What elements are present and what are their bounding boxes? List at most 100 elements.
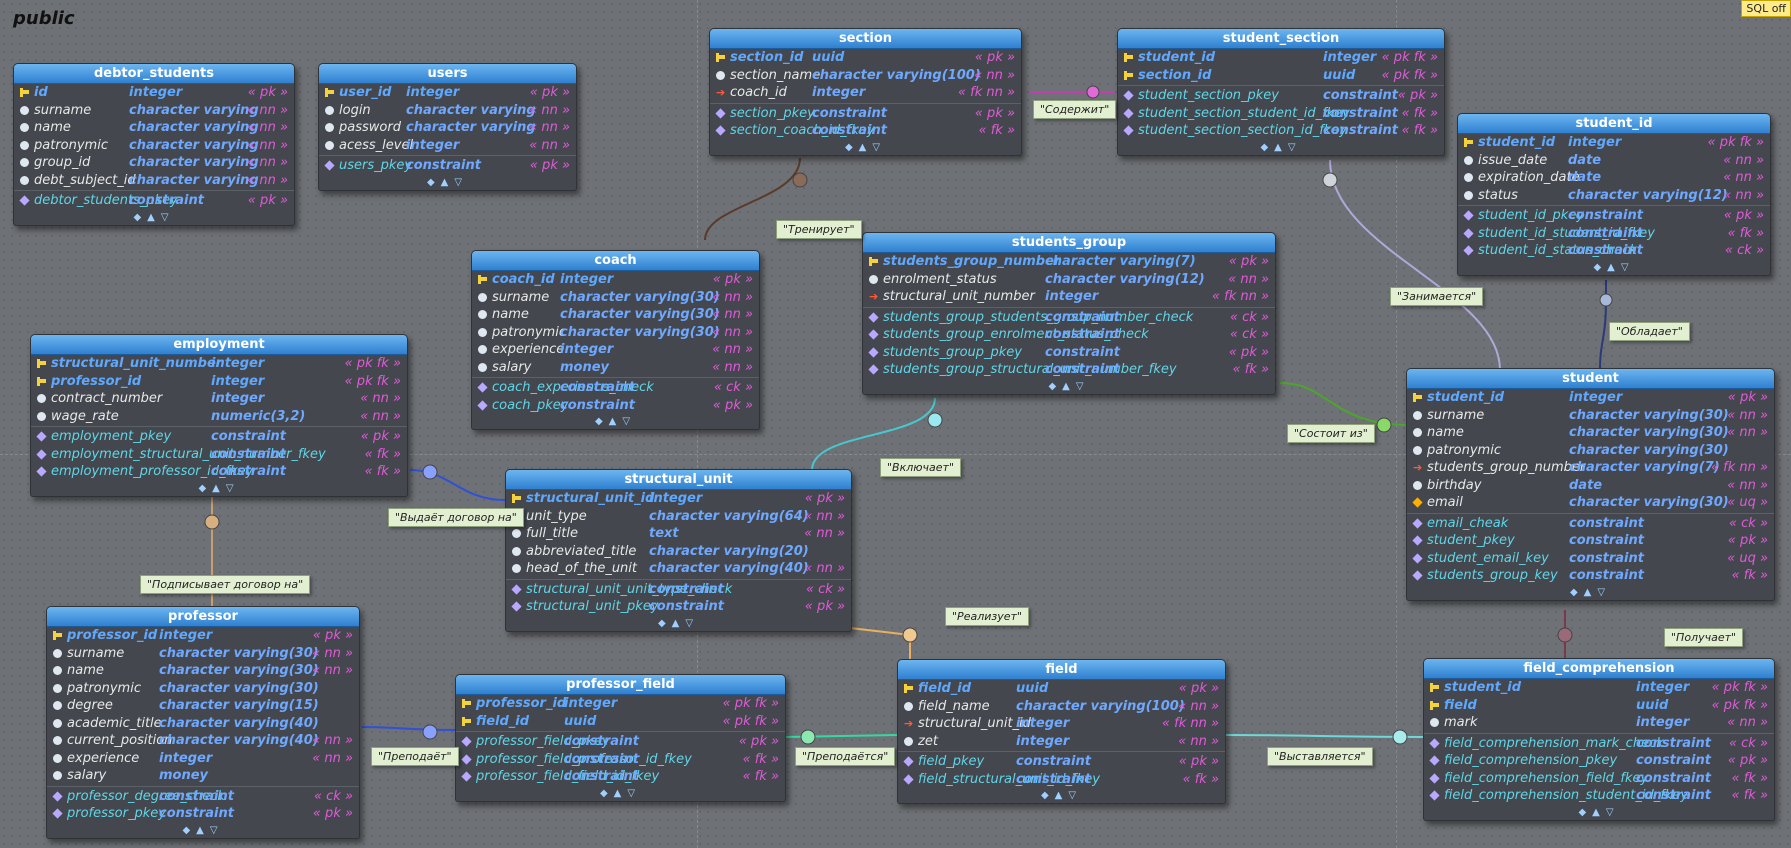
collapse-icon[interactable]: ◆ <box>844 141 859 153</box>
table-title[interactable]: student_id <box>1458 114 1770 134</box>
collapse-icon[interactable]: ◆ <box>426 176 441 188</box>
relationship-label-taught[interactable]: "Преподаётся" <box>795 747 896 766</box>
chevron-down-icon[interactable]: ▽ <box>209 824 224 836</box>
relationship-label-signs[interactable]: "Подписывает договор на" <box>140 575 311 594</box>
chevron-up-icon[interactable]: ▲ <box>1054 790 1069 801</box>
table-expand-controls[interactable]: ◆▲▽ <box>710 140 1021 155</box>
table-title[interactable]: structural_unit <box>506 470 851 490</box>
chevron-down-icon[interactable]: ▽ <box>160 211 175 223</box>
table-expand-controls[interactable]: ◆▲▽ <box>14 210 294 225</box>
chevron-down-icon[interactable]: ▽ <box>685 617 700 629</box>
chevron-down-icon[interactable]: ▽ <box>225 482 240 494</box>
constraint-row[interactable]: students_group_students_group_number_che… <box>863 309 1275 327</box>
chevron-up-icon[interactable]: ▲ <box>1592 806 1606 818</box>
collapse-icon[interactable]: ◆ <box>1578 806 1593 818</box>
chevron-down-icon[interactable]: ▽ <box>622 416 637 427</box>
chevron-up-icon[interactable]: ▲ <box>1583 586 1598 598</box>
table-title[interactable]: professor <box>47 607 359 627</box>
table-expand-controls[interactable]: ◆▲▽ <box>863 379 1275 394</box>
relationship-label-implements[interactable]: "Реализует" <box>945 607 1029 626</box>
chevron-up-icon[interactable]: ▲ <box>671 617 686 629</box>
table-expand-controls[interactable]: ◆▲▽ <box>1424 805 1774 820</box>
collapse-icon[interactable]: ◆ <box>133 211 148 223</box>
table-title[interactable]: field_comprehension <box>1424 659 1774 679</box>
relationship-label-trains[interactable]: "Тренирует" <box>776 220 862 239</box>
chevron-up-icon[interactable]: ▲ <box>858 141 873 153</box>
chevron-up-icon[interactable]: ▲ <box>212 482 226 494</box>
table-title[interactable]: students_group <box>863 233 1275 253</box>
chevron-down-icon[interactable]: ▽ <box>872 141 887 153</box>
chevron-up-icon[interactable]: ▲ <box>608 416 623 427</box>
relationship-label-consists[interactable]: "Состоит из" <box>1287 424 1375 443</box>
table-title[interactable]: employment <box>31 335 407 355</box>
chevron-up-icon[interactable]: ▲ <box>440 176 455 188</box>
collapse-icon[interactable]: ◆ <box>657 617 672 629</box>
chevron-down-icon[interactable]: ▽ <box>1287 141 1302 153</box>
collapse-icon[interactable]: ◆ <box>1048 380 1063 392</box>
table-title[interactable]: users <box>319 64 576 84</box>
chevron-down-icon[interactable]: ▽ <box>1605 806 1620 818</box>
table-expand-controls[interactable]: ◆▲▽ <box>319 175 576 190</box>
chevron-down-icon[interactable]: ▽ <box>1068 790 1083 801</box>
table-title[interactable]: student_section <box>1118 29 1444 49</box>
table-expand-controls[interactable]: ◆▲▽ <box>1118 140 1444 155</box>
table-title[interactable]: field <box>898 660 1225 680</box>
